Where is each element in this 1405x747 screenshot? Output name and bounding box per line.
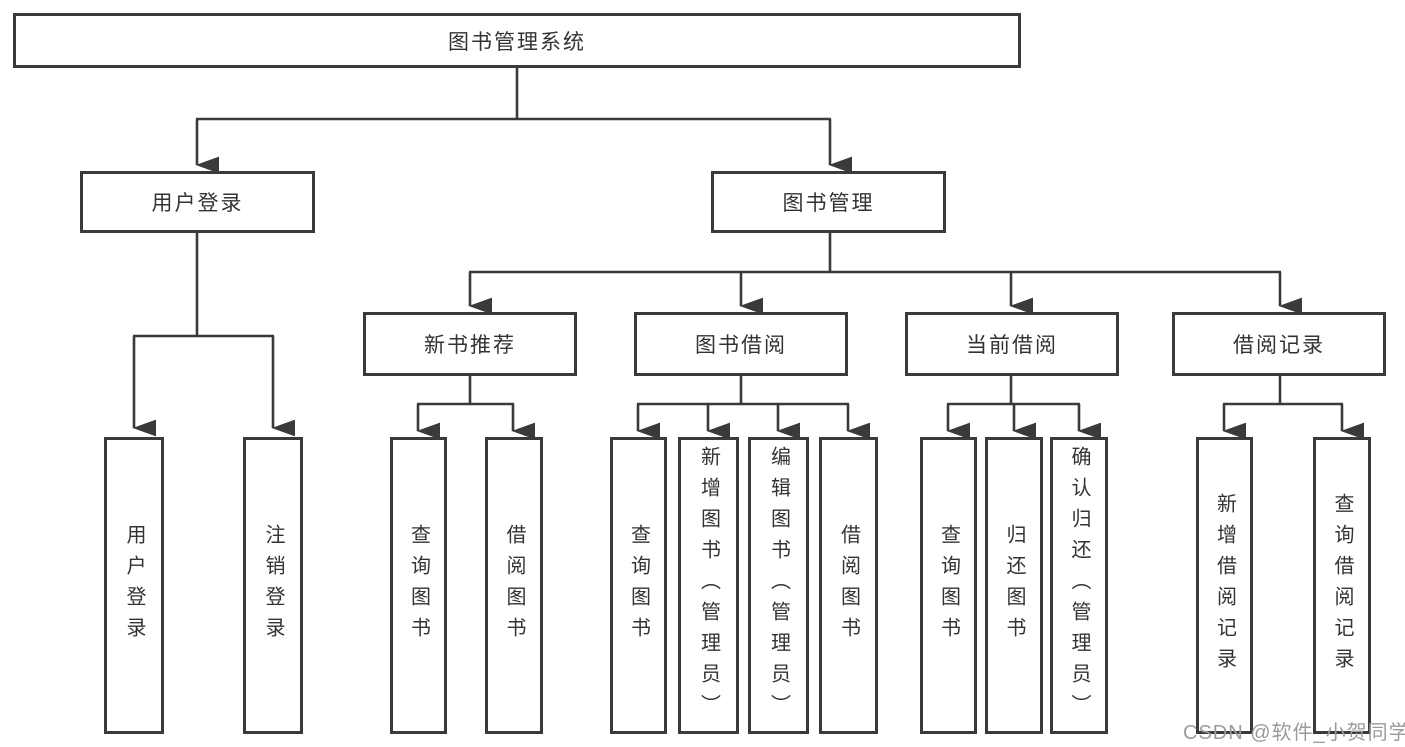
leaf-add-borrow-record-label: 新增借阅记录 — [1213, 492, 1236, 679]
node-current-borrow-label: 当前借阅 — [966, 334, 1058, 357]
leaf-edit-book-admin: 编辑图书（管理员） — [748, 437, 809, 734]
leaf-logout-label: 注销登录 — [262, 523, 284, 648]
node-book-borrow: 图书借阅 — [634, 312, 848, 376]
leaf-borrow-books-label: 借阅图书 — [837, 523, 860, 648]
leaf-add-book-admin-label: 新增图书（管理员） — [697, 446, 720, 725]
leaf-confirm-return-admin-label: 确认归还（管理员） — [1068, 446, 1090, 725]
leaf-add-book-admin: 新增图书（管理员） — [678, 437, 739, 734]
leaf-add-borrow-record: 新增借阅记录 — [1196, 437, 1253, 734]
leaf-confirm-return-admin: 确认归还（管理员） — [1050, 437, 1108, 734]
node-borrow-records-label: 借阅记录 — [1233, 334, 1325, 357]
node-book-management-label: 图书管理 — [782, 192, 875, 215]
leaf-borrow-books: 借阅图书 — [819, 437, 878, 734]
node-user-login-label: 用户登录 — [151, 192, 244, 215]
node-new-book-recommend-label: 新书推荐 — [424, 334, 516, 357]
node-root: 图书管理系统 — [13, 13, 1021, 68]
leaf-user-login-label: 用户登录 — [123, 523, 145, 648]
leaf-query-books-borrow: 查询图书 — [610, 437, 667, 734]
node-root-label: 图书管理系统 — [448, 30, 586, 54]
node-borrow-records: 借阅记录 — [1172, 312, 1386, 376]
leaf-return-book: 归还图书 — [985, 437, 1043, 734]
leaf-logout: 注销登录 — [243, 437, 303, 734]
leaf-query-borrow-record-label: 查询借阅记录 — [1331, 492, 1353, 679]
leaf-query-books-current: 查询图书 — [920, 437, 977, 734]
leaf-edit-book-admin-label: 编辑图书（管理员） — [767, 446, 790, 725]
leaf-query-books-current-label: 查询图书 — [937, 523, 960, 648]
leaf-query-borrow-record: 查询借阅记录 — [1313, 437, 1371, 734]
leaf-query-books-borrow-label: 查询图书 — [627, 523, 650, 648]
leaf-user-login: 用户登录 — [104, 437, 164, 734]
leaf-return-book-label: 归还图书 — [1003, 523, 1025, 648]
node-book-management: 图书管理 — [711, 171, 946, 233]
node-user-login: 用户登录 — [80, 171, 315, 233]
leaf-query-books-recommend: 查询图书 — [390, 437, 447, 734]
node-book-borrow-label: 图书借阅 — [695, 334, 787, 357]
leaf-query-books-recommend-label: 查询图书 — [407, 523, 430, 648]
node-new-book-recommend: 新书推荐 — [363, 312, 577, 376]
leaf-borrow-books-recommend-label: 借阅图书 — [503, 523, 525, 648]
node-current-borrow: 当前借阅 — [905, 312, 1119, 376]
csdn-watermark: CSDN @软件_小贺同学 — [1183, 722, 1405, 744]
leaf-borrow-books-recommend: 借阅图书 — [485, 437, 543, 734]
